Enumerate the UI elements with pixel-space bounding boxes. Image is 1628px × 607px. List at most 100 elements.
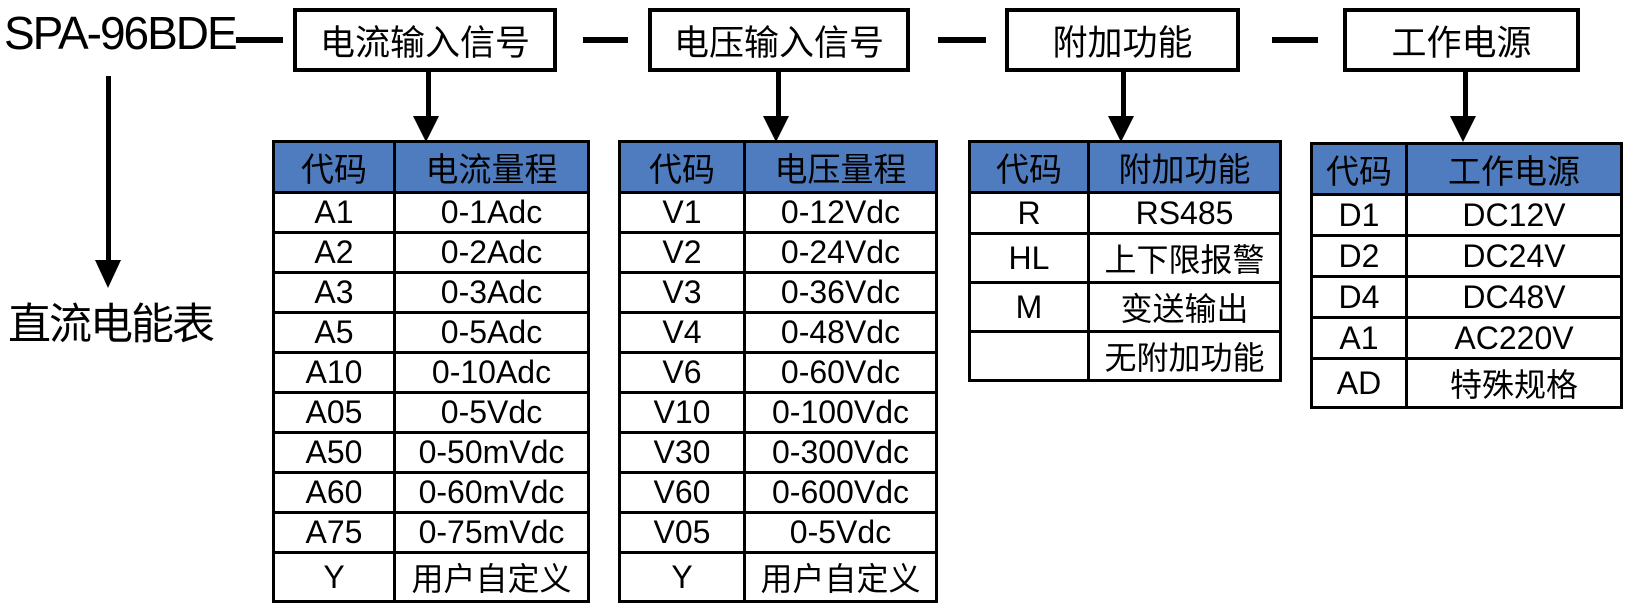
value-cell: 0-100Vdc [743, 391, 938, 434]
value-cell: 0-5Vdc [393, 391, 590, 434]
value-cell: 0-48Vdc [743, 311, 938, 354]
column-header: 电流量程 [393, 140, 590, 194]
value-cell: 0-600Vdc [743, 471, 938, 514]
additional-function-box: 附加功能 [1005, 8, 1240, 72]
connector-dash [583, 37, 628, 43]
current-input-signal-box: 电流输入信号 [293, 8, 557, 72]
value-cell: 0-36Vdc [743, 271, 938, 314]
down-arrow-icon [413, 116, 439, 142]
working-power-box: 工作电源 [1343, 8, 1580, 72]
column-header: 代码 [618, 140, 746, 194]
code-cell: V10 [618, 391, 746, 434]
code-cell: V2 [618, 231, 746, 274]
value-cell: 用户自定义 [743, 551, 938, 603]
code-cell: D4 [1310, 275, 1408, 319]
value-cell: 0-300Vdc [743, 431, 938, 474]
code-cell: A1 [1310, 316, 1408, 360]
current-input-signal-label: 电流输入信号 [319, 23, 530, 63]
column-header: 代码 [968, 140, 1090, 194]
value-cell: 无附加功能 [1087, 330, 1282, 382]
value-cell: RS485 [1087, 191, 1282, 235]
value-cell: 0-60Vdc [743, 351, 938, 394]
column-header: 代码 [1310, 142, 1408, 196]
connector-dash [938, 37, 986, 43]
header-row: 代码附加功能 [968, 140, 1282, 194]
code-cell: A5 [272, 311, 396, 354]
code-cell: V05 [618, 511, 746, 554]
value-cell: DC48V [1405, 275, 1623, 319]
code-cell: A50 [272, 431, 396, 474]
column-header: 附加功能 [1087, 140, 1282, 194]
header-row: 代码电流量程 [272, 140, 590, 194]
code-cell: Y [618, 551, 746, 603]
down-arrow-icon [106, 76, 111, 262]
value-cell: 上下限报警 [1087, 232, 1282, 284]
code-cell: D2 [1310, 234, 1408, 278]
down-arrow-icon [1463, 72, 1468, 118]
header-row: 代码工作电源 [1310, 142, 1623, 196]
column-header: 电压量程 [743, 140, 938, 194]
down-arrow-icon [1108, 116, 1134, 142]
down-arrow-icon [95, 260, 121, 288]
code-cell: HL [968, 232, 1090, 284]
value-cell: 特殊规格 [1405, 357, 1623, 409]
code-cell: V6 [618, 351, 746, 394]
model-note: 直流电能表 [8, 301, 215, 349]
value-cell: DC12V [1405, 193, 1623, 237]
value-cell: 0-2Adc [393, 231, 590, 274]
code-cell: R [968, 191, 1090, 235]
code-cell: V30 [618, 431, 746, 474]
table-row: 无附加功能 [968, 330, 1282, 382]
code-cell: V1 [618, 191, 746, 234]
value-cell: 0-24Vdc [743, 231, 938, 274]
value-cell: 0-60mVdc [393, 471, 590, 514]
code-cell: Y [272, 551, 396, 603]
value-cell: 用户自定义 [393, 551, 590, 603]
value-cell: 0-3Adc [393, 271, 590, 314]
voltage-input-signal-label: 电压输入信号 [673, 23, 884, 63]
down-arrow-icon [763, 116, 789, 142]
connector-dash [236, 37, 283, 43]
working-power-label: 工作电源 [1391, 23, 1532, 63]
value-cell: 0-5Vdc [743, 511, 938, 554]
code-cell: V3 [618, 271, 746, 314]
header-row: 代码电压量程 [618, 140, 938, 194]
value-cell: 0-75mVdc [393, 511, 590, 554]
code-cell: A10 [272, 351, 396, 394]
code-cell: A1 [272, 191, 396, 234]
voltage-input-signal-box: 电压输入信号 [648, 8, 910, 72]
down-arrow-icon [776, 72, 781, 118]
additional-function-label: 附加功能 [1052, 23, 1193, 63]
value-cell: 0-12Vdc [743, 191, 938, 234]
value-cell: 0-1Adc [393, 191, 590, 234]
code-cell: D1 [1310, 193, 1408, 237]
code-cell: V60 [618, 471, 746, 514]
down-arrow-icon [1450, 116, 1476, 142]
